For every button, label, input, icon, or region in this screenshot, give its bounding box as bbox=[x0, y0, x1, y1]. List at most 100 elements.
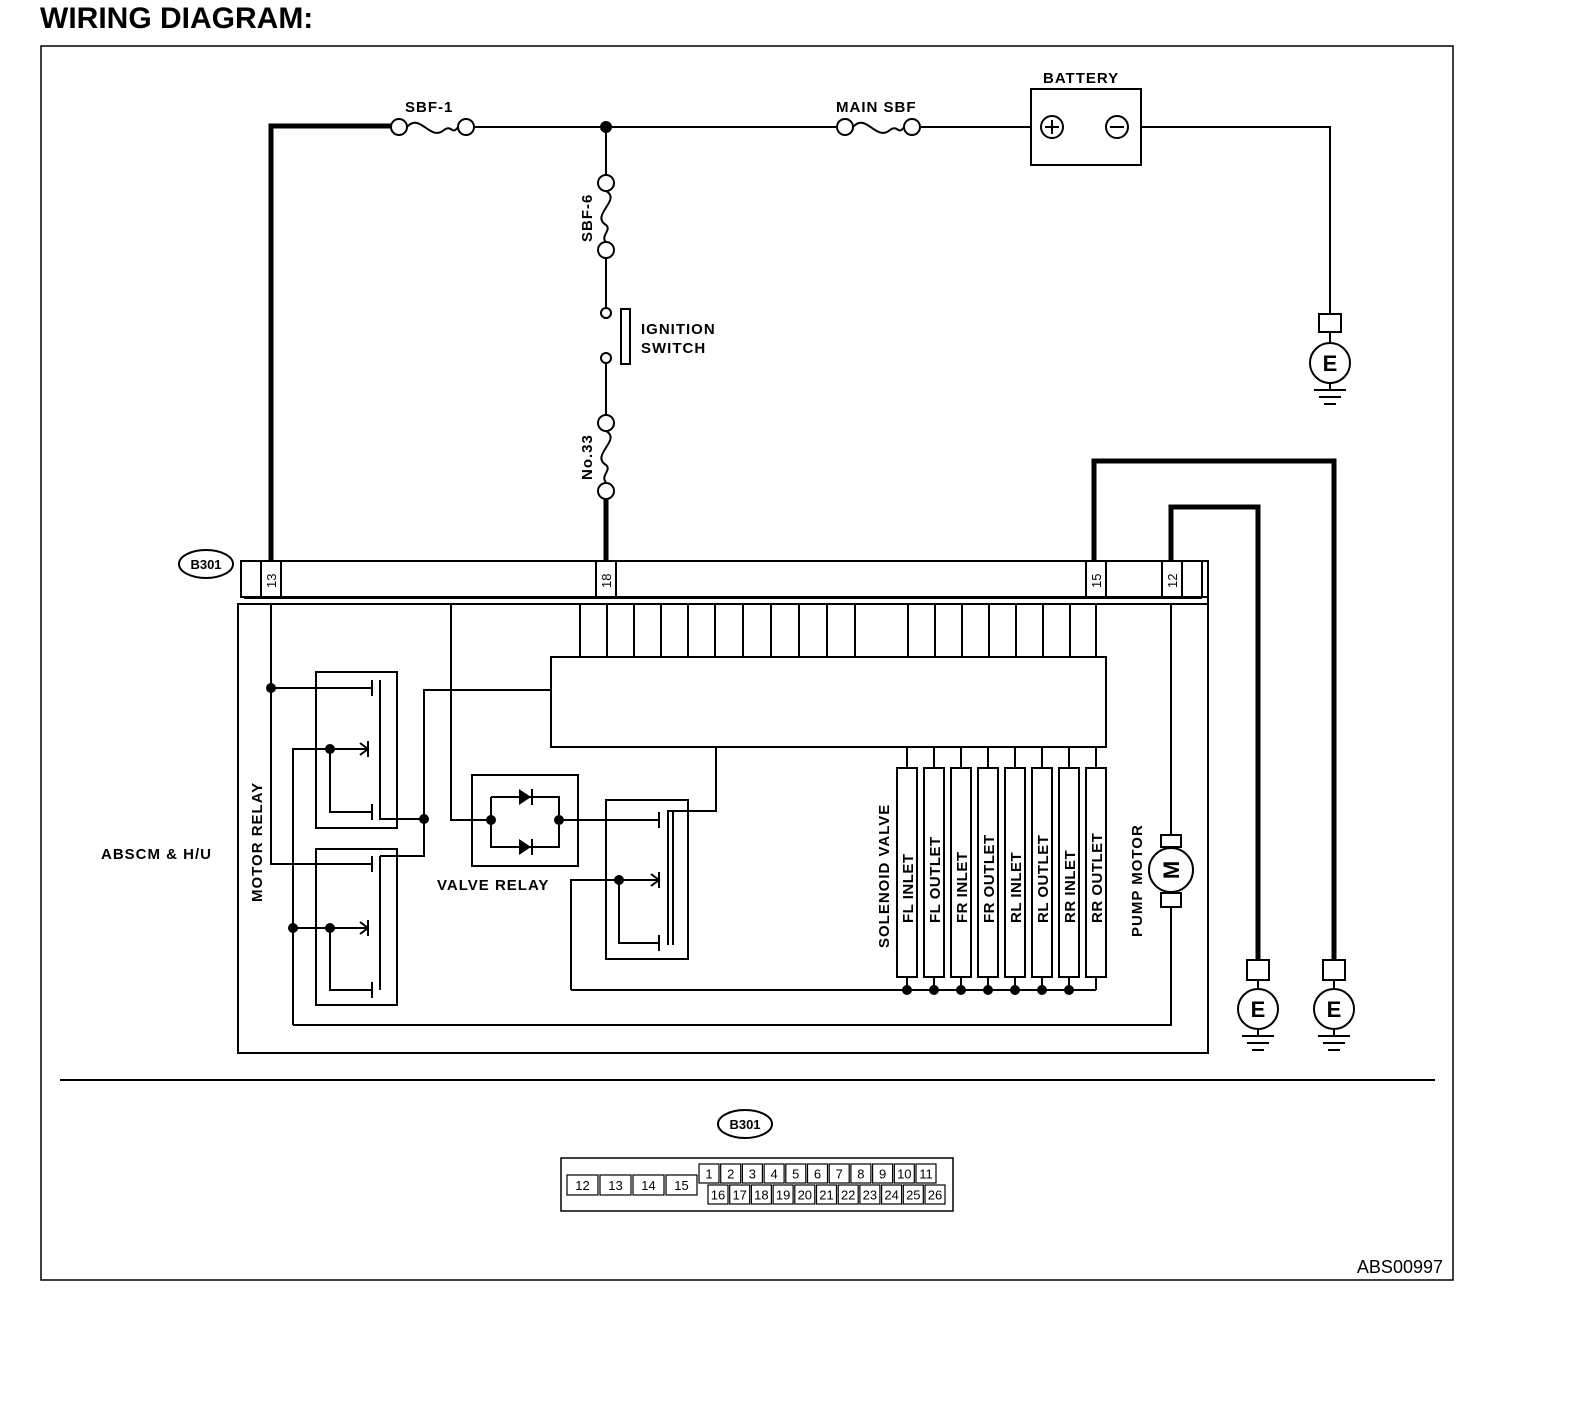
connector-pin-cell: 4 bbox=[763, 1163, 785, 1184]
connector-pin-cell: 14 bbox=[632, 1174, 665, 1196]
connector-pin-cell: 3 bbox=[741, 1163, 764, 1184]
connector-pin-cell: 11 bbox=[915, 1163, 937, 1184]
connector-pin-label: 4 bbox=[770, 1167, 777, 1182]
ground-label-right: E bbox=[1327, 997, 1342, 1022]
connector-pin-cell: 25 bbox=[902, 1184, 924, 1205]
motor-relay-label: MOTOR RELAY bbox=[249, 782, 266, 902]
connector-pin-label: 1 bbox=[705, 1167, 712, 1182]
ground-symbol-right bbox=[1313, 959, 1355, 1051]
ignition-branch bbox=[597, 127, 631, 561]
solenoid-valve-label: RR OUTLET bbox=[1089, 833, 1106, 923]
connector-pin-cell: 24 bbox=[880, 1184, 903, 1205]
connector-pin-label: 3 bbox=[749, 1167, 756, 1182]
ground-wire-pin12 bbox=[1168, 504, 1261, 960]
connector-pin-cell: 1 bbox=[698, 1163, 720, 1184]
solenoid-valve: RR OUTLET bbox=[1085, 747, 1107, 990]
connector-pin-cell: 13 bbox=[599, 1174, 632, 1196]
connector-pin-label: 22 bbox=[841, 1188, 855, 1203]
connector-pin-cell: 16 bbox=[707, 1184, 729, 1205]
connector-table-badge bbox=[717, 1109, 773, 1139]
connector-pin-label: 14 bbox=[641, 1178, 655, 1193]
pin-15-label: 15 bbox=[1089, 574, 1104, 588]
solenoid-valve-label: RL INLET bbox=[1008, 852, 1025, 923]
connector-strip bbox=[240, 560, 1209, 598]
valve-relay-label: VALVE RELAY bbox=[437, 877, 549, 894]
pump-motor-m: M bbox=[1159, 861, 1184, 879]
connector-pin-cell: 6 bbox=[806, 1163, 829, 1184]
connector-pin-cell: 19 bbox=[772, 1184, 794, 1205]
solenoid-valve: RL INLET bbox=[1004, 747, 1026, 995]
connector-pin-cell: 7 bbox=[828, 1163, 850, 1184]
connector-pin-cell: 18 bbox=[750, 1184, 773, 1205]
diagram-frame bbox=[40, 45, 1454, 1281]
connector-pin-label: 21 bbox=[819, 1188, 833, 1203]
solenoid-valve-label: RL OUTLET bbox=[1035, 835, 1052, 923]
connector-pin-label: 24 bbox=[884, 1188, 898, 1203]
connector-pin-cell: 12 bbox=[566, 1174, 599, 1196]
connector-pin-label: 9 bbox=[879, 1167, 886, 1182]
connector-pin-cell: 20 bbox=[794, 1184, 816, 1205]
solenoid-valve: RR INLET bbox=[1058, 747, 1080, 995]
connector-pin-label: 18 bbox=[754, 1188, 768, 1203]
connector-badge bbox=[178, 549, 234, 579]
ground-label-left: E bbox=[1251, 997, 1266, 1022]
connector-pin-cell: 23 bbox=[859, 1184, 881, 1205]
connector-pin-cell: 22 bbox=[837, 1184, 859, 1205]
pin-18-label: 18 bbox=[599, 574, 614, 588]
connector-pin-label: 11 bbox=[919, 1167, 933, 1182]
solenoid-valve: FL INLET bbox=[896, 747, 918, 995]
connector-pin-cell: 5 bbox=[785, 1163, 807, 1184]
connector-pin-label: 8 bbox=[857, 1167, 864, 1182]
solenoid-valve-label: SOLENOID VALVE bbox=[876, 804, 893, 948]
solenoid-valve: FL OUTLET bbox=[923, 747, 945, 995]
connector-pin-label: 5 bbox=[792, 1167, 799, 1182]
connector-pin-cell: 10 bbox=[893, 1163, 915, 1184]
solenoid-valve-label: FL INLET bbox=[900, 853, 917, 923]
solenoid-valve: RL OUTLET bbox=[1031, 747, 1053, 995]
main-sbf-label: MAIN SBF bbox=[836, 99, 917, 116]
sbf1-label: SBF-1 bbox=[405, 99, 453, 116]
control-module-block bbox=[550, 656, 1107, 748]
connector-pin-label: 19 bbox=[776, 1188, 790, 1203]
sbf6-label: SBF-6 bbox=[579, 194, 596, 242]
solenoid-valve: FR INLET bbox=[950, 747, 972, 995]
page-title: WIRING DIAGRAM: bbox=[40, 2, 314, 35]
connector-table-name: B301 bbox=[729, 1117, 760, 1132]
connector-pin-cell: 21 bbox=[815, 1184, 838, 1205]
pin-13-label: 13 bbox=[264, 574, 279, 588]
connector-pin-label: 2 bbox=[727, 1167, 734, 1182]
connector-pin-label: 23 bbox=[863, 1188, 877, 1203]
solenoid-valve-label: FR OUTLET bbox=[981, 834, 998, 923]
supply-wiring bbox=[268, 88, 1331, 561]
ignition-label-line2: SWITCH bbox=[641, 340, 706, 357]
connector-pin-cell: 17 bbox=[729, 1184, 751, 1205]
pin-12-label: 12 bbox=[1165, 574, 1180, 588]
connector-pin-label: 16 bbox=[711, 1188, 725, 1203]
ground-symbol-top bbox=[1309, 313, 1351, 405]
ignition-switch-symbol bbox=[620, 308, 631, 365]
solenoid-valve-label: RR INLET bbox=[1062, 850, 1079, 923]
connector-pin-label: 17 bbox=[732, 1188, 746, 1203]
connector-pin-cell: 2 bbox=[720, 1163, 742, 1184]
connector-pin-label: 13 bbox=[608, 1178, 622, 1193]
ground-wire-pin15 bbox=[1091, 458, 1337, 960]
connector-pin-cell: 8 bbox=[850, 1163, 872, 1184]
solenoid-valve: FR OUTLET bbox=[977, 747, 999, 995]
connector-pin-label: 6 bbox=[814, 1167, 821, 1182]
abscm-box bbox=[237, 561, 1209, 1054]
no33-label: No.33 bbox=[579, 434, 596, 480]
battery-label: BATTERY bbox=[1043, 70, 1119, 87]
connector-pin-label: 26 bbox=[928, 1188, 942, 1203]
ground-symbol-left bbox=[1237, 959, 1279, 1051]
abscm-internal: FL INLET FL OUTLET FR INLET FR OUTLET RL INL… bbox=[266, 604, 1194, 1026]
solenoid-valve-label: FL OUTLET bbox=[927, 836, 944, 923]
connector-pin-cell: 15 bbox=[665, 1174, 698, 1196]
connector-pin-cell: 9 bbox=[871, 1163, 894, 1184]
connector-pin-label: 7 bbox=[836, 1167, 843, 1182]
connector-pin-cell: 26 bbox=[924, 1184, 946, 1205]
connector-badge-label: B301 bbox=[190, 557, 221, 572]
connector-pin-label: 12 bbox=[575, 1178, 589, 1193]
connector-pin-label: 25 bbox=[906, 1188, 920, 1203]
